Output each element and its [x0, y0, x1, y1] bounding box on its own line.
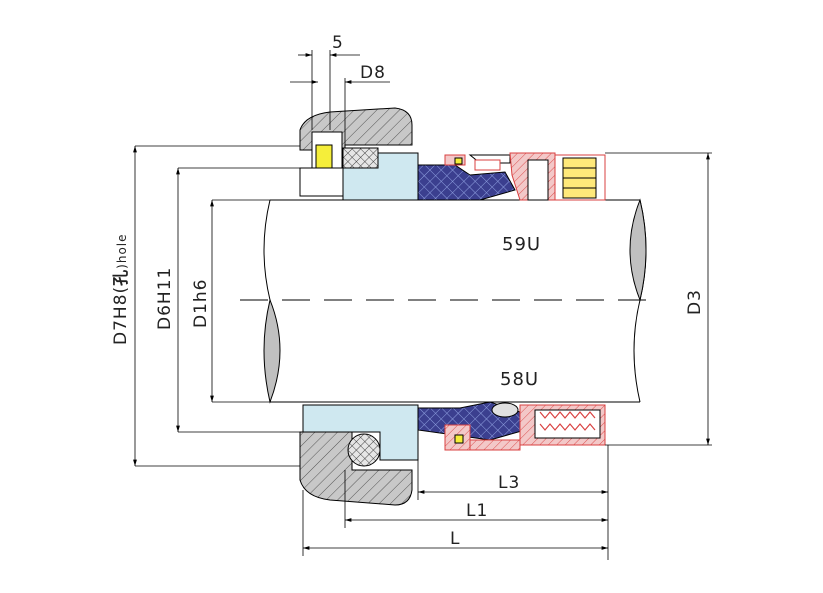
- o-ring: [347, 433, 381, 467]
- dim-l: L: [450, 529, 460, 549]
- stationary-seat: [342, 152, 419, 201]
- bottom-seat-assembly: [299, 401, 606, 506]
- bellows: [417, 164, 516, 201]
- dimension-lines: [133, 50, 712, 560]
- dim-d3: D3: [685, 289, 705, 315]
- label-59u: 59U: [502, 234, 541, 255]
- shaft: [240, 198, 660, 404]
- label-58u: 58U: [500, 369, 539, 390]
- dim-d1: D1h6: [191, 279, 211, 329]
- dim-5: 5: [332, 33, 344, 53]
- dim-d6: D6H11: [155, 267, 175, 330]
- dim-l3: L3: [498, 473, 520, 493]
- dim-d8: D8: [360, 63, 386, 83]
- top-seat-assembly: [299, 107, 606, 201]
- dim-l1: L1: [466, 501, 488, 521]
- dim-d7: D7H8(孔)hole: [111, 233, 131, 345]
